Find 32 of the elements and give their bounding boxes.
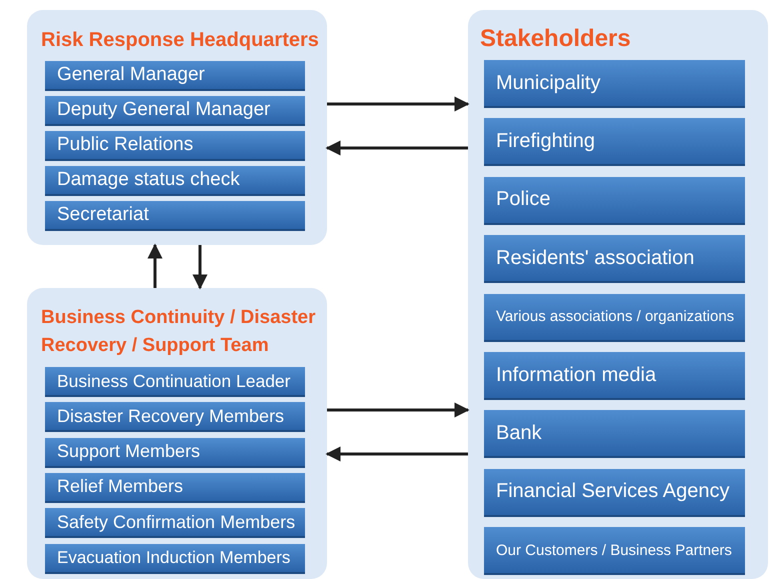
arrow	[192, 245, 208, 290]
role-bar: General Manager	[45, 61, 305, 91]
arrow	[326, 446, 468, 462]
role-bar: Our Customers / Business Partners	[484, 527, 745, 576]
role-bar: Support Members	[45, 438, 305, 468]
role-bar: Municipality	[484, 60, 745, 108]
role-bar: Bank	[484, 410, 745, 458]
arrow	[148, 244, 162, 288]
group-title: Stakeholders	[479, 24, 632, 54]
role-bar: Disaster Recovery Members	[45, 402, 305, 432]
role-bar: Business Continuation Leader	[45, 367, 305, 397]
role-bar: Residents' association	[484, 235, 745, 284]
group-panel	[27, 10, 327, 245]
role-bar: Various associations / organizations	[484, 294, 745, 342]
arrow	[326, 140, 468, 156]
group-title: Risk Response Headquarters	[40, 28, 320, 53]
role-bar: Firefighting	[484, 118, 745, 166]
role-bar: Secretariat	[45, 201, 305, 231]
role-bar: Police	[484, 176, 745, 225]
arrow	[327, 402, 470, 418]
role-bar: Public Relations	[45, 131, 305, 161]
group-title: Business Continuity / Disaster Recovery / Support Team	[40, 306, 317, 358]
role-bar: Safety Confirmation Members	[45, 508, 305, 538]
role-bar: Financial Services Agency	[484, 468, 745, 517]
role-bar: Relief Members	[45, 472, 305, 503]
group-panel	[468, 10, 768, 579]
role-bar: Damage status check	[45, 166, 305, 196]
role-bar: Information media	[484, 352, 745, 400]
group-panel	[27, 288, 327, 579]
role-bar: Evacuation Induction Members	[45, 544, 305, 574]
role-bar: Deputy General Manager	[45, 96, 305, 126]
arrow	[327, 96, 470, 112]
